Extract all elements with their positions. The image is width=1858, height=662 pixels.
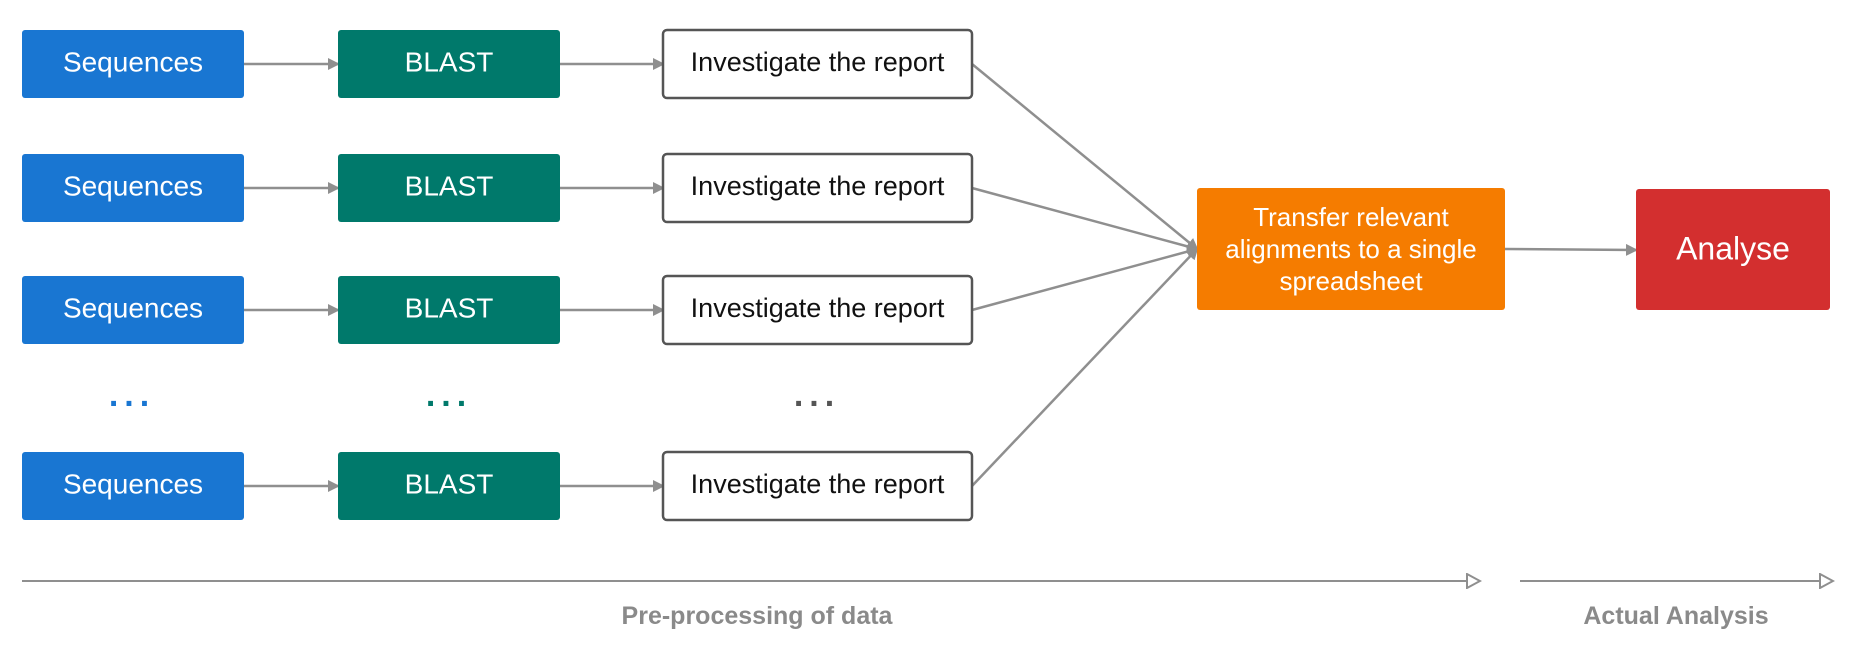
sequences-ellipsis: ... — [109, 376, 155, 414]
pipeline-row: Sequences BLAST Investigate the report — [22, 28, 974, 100]
report-to-transfer-arrow — [971, 186, 1199, 253]
sequences-box — [22, 276, 244, 344]
blast-label: BLAST — [405, 170, 494, 201]
report-box — [661, 274, 974, 346]
ellipsis-row: ... ... ... — [109, 376, 840, 414]
sequences-label: Sequences — [63, 468, 203, 499]
blast-box — [338, 30, 560, 98]
sequences-label: Sequences — [63, 46, 203, 77]
sequences-label: Sequences — [63, 292, 203, 323]
report-to-transfer-arrow — [971, 245, 1199, 312]
analyse-label: Analyse — [1676, 230, 1790, 266]
analyse-node: Analyse — [1636, 189, 1830, 310]
sequences-label: Sequences — [63, 170, 203, 201]
report-to-transfer-arrow — [971, 247, 1199, 487]
blast-label: BLAST — [405, 46, 494, 77]
report-box — [661, 152, 974, 224]
report-label: Investigate the report — [691, 47, 945, 77]
sequences-box — [22, 30, 244, 98]
transfer-label-line-1: Transfer relevant — [1253, 202, 1449, 232]
report-label: Investigate the report — [691, 469, 945, 499]
blast-box — [338, 276, 560, 344]
transfer-to-analyse-arrow — [1504, 243, 1638, 256]
report-label: Investigate the report — [691, 293, 945, 323]
pipeline-row: Sequences BLAST Investigate the report — [22, 274, 974, 346]
preprocessing-label: Pre-processing of data — [622, 602, 894, 630]
transfer-label-line-2: alignments to a single — [1225, 234, 1476, 264]
transfer-label-line-3: spreadsheet — [1279, 266, 1423, 296]
connector-layer — [244, 58, 1638, 492]
phase-timeline: Pre-processing of data Actual Analysis — [22, 581, 1833, 630]
sequences-box — [22, 154, 244, 222]
analysis-label: Actual Analysis — [1583, 602, 1768, 630]
report-box — [661, 450, 974, 522]
blast-label: BLAST — [405, 468, 494, 499]
report-ellipsis: ... — [794, 376, 840, 414]
analyse-box — [1636, 189, 1830, 310]
blast-box — [338, 452, 560, 520]
blast-label: BLAST — [405, 292, 494, 323]
pipeline-row: Sequences BLAST Investigate the report — [22, 152, 974, 224]
transfer-node: Transfer relevant alignments to a single… — [1197, 188, 1505, 310]
sequences-box — [22, 452, 244, 520]
blast-box — [338, 154, 560, 222]
blast-ellipsis: ... — [426, 376, 472, 414]
report-label: Investigate the report — [691, 171, 945, 201]
report-box — [661, 28, 974, 100]
report-to-transfer-arrow — [971, 63, 1199, 251]
transfer-box — [1197, 188, 1505, 310]
pipeline-row: Sequences BLAST Investigate the report — [22, 450, 974, 522]
